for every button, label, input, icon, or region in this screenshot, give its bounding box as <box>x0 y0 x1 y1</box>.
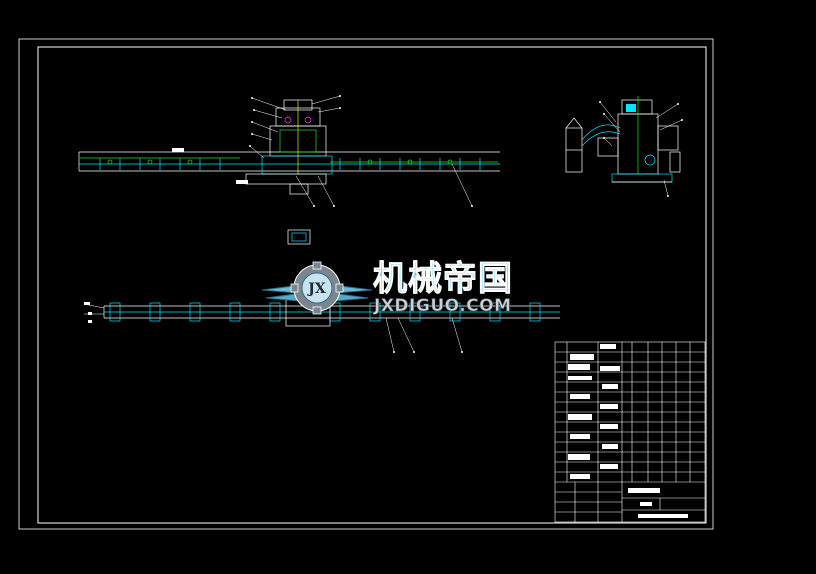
sheet-border <box>18 38 714 530</box>
front-elevation-view <box>78 95 500 207</box>
side-elevation-view <box>565 96 683 197</box>
watermark-title: 机械帝国 <box>373 259 513 299</box>
watermark-logo-letters: JX <box>306 281 326 297</box>
watermark-domain: JXDIGUO.COM <box>373 296 512 316</box>
plan-view <box>83 229 560 353</box>
watermark-logo: JX <box>261 261 373 315</box>
title-block <box>554 341 706 523</box>
